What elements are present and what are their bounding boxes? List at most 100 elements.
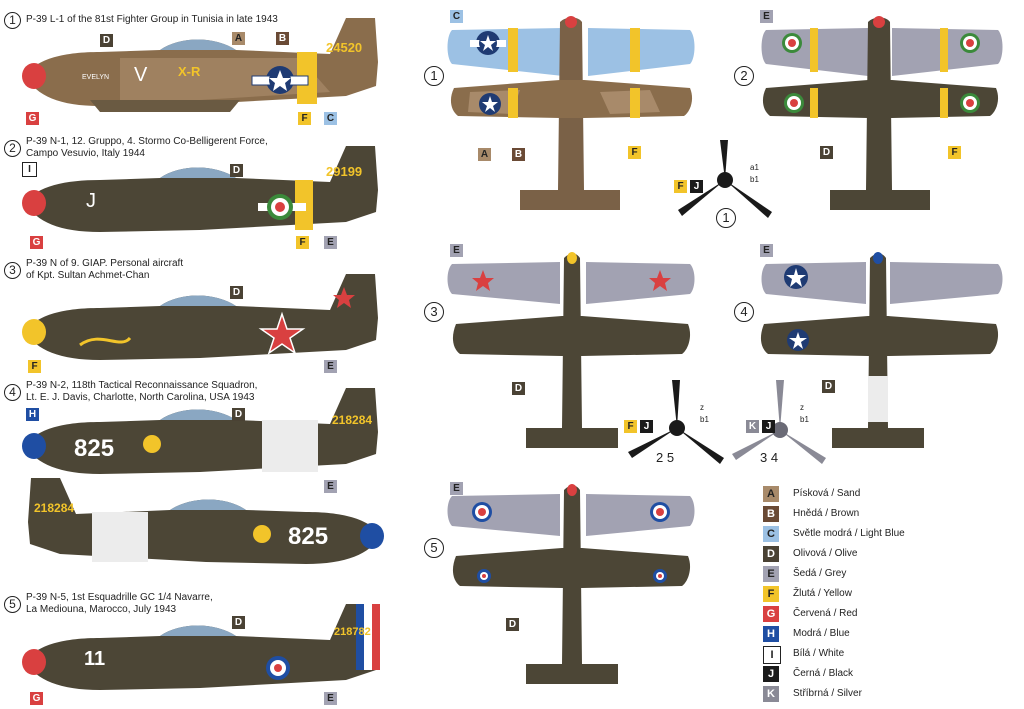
profile-3-code-d: D: [230, 286, 243, 299]
plan-4-upper-wing: [761, 262, 1003, 304]
plan-5-aircraft: [452, 484, 691, 684]
profile-4a-serial: 218284: [332, 413, 373, 427]
profile-3-title-line2: of Kpt. Sultan Achmet-Chan: [26, 270, 150, 281]
plan-3-upper-wing: [447, 262, 695, 304]
legend-label-i: Bílá / White: [793, 648, 845, 659]
plan-1-code-c: C: [450, 10, 463, 23]
profile-3-aircraft: [22, 274, 378, 360]
plan-1-upper-wing: [447, 28, 695, 76]
profile-5-aircraft: [22, 604, 380, 690]
profile-1-nose-name: EVELYN: [82, 74, 110, 81]
plan-3-aircraft: [452, 252, 691, 448]
legend-label-f: Žlutá / Yellow: [793, 588, 852, 599]
profile-2-aircraft: [22, 146, 378, 232]
profile-1-number: 1: [4, 12, 21, 29]
profile-5-serial: 218782: [334, 626, 371, 638]
legend-swatch-f: F: [763, 586, 779, 602]
propeller-1-code-f: F: [674, 180, 687, 193]
plan-5-code-e: E: [450, 482, 463, 495]
profile-5-title: P-39 N-5, 1st Esquadrille GC 1/4 Navarre…: [26, 592, 213, 603]
legend-label-j: Černá / Black: [793, 668, 854, 679]
plan-4-code-e: E: [760, 244, 773, 257]
profile-4a-number: 825: [74, 435, 115, 462]
profile-2-letter: J: [86, 190, 96, 212]
plan-4-code-d: D: [822, 380, 835, 393]
profile-4b-aircraft: [28, 478, 384, 564]
profile-2-code-f: F: [296, 236, 309, 249]
profile-1-code-b: B: [276, 32, 289, 45]
profile-5-number: 5: [4, 596, 21, 613]
plan-1-code-b: B: [512, 148, 525, 161]
plan-4-label: 4: [734, 302, 754, 322]
propeller-2-5: [628, 380, 724, 464]
plan-3-code-e: E: [450, 244, 463, 257]
profile-1-code-f: F: [298, 112, 311, 125]
profile-1-code: X-R: [178, 64, 201, 79]
profile-4-title-line2: Lt. E. J. Davis, Charlotte, North Caroli…: [26, 392, 255, 403]
profile-2-code-d: D: [230, 164, 243, 177]
propeller-1-code-j: J: [690, 180, 703, 193]
propeller-2-5-label: 2 5: [656, 450, 675, 465]
profile-1-code-g: G: [26, 112, 39, 125]
profile-1-code-a: A: [232, 32, 245, 45]
profile-3-code-f: F: [28, 360, 41, 373]
profile-4-title: P-39 N-2, 118th Tactical Reconnaissance …: [26, 380, 258, 391]
legend-label-e: Šedá / Grey: [793, 568, 847, 579]
propeller-3-4-code-k: K: [746, 420, 759, 433]
legend-label-c: Světle modrá / Light Blue: [793, 528, 905, 539]
profile-4b-number: 825: [288, 523, 329, 550]
propeller-2-5-code-j: J: [640, 420, 653, 433]
profile-5-title-line2: La Mediouna, Marocco, July 1943: [26, 604, 177, 615]
propeller-2-5-b1: b1: [700, 415, 709, 424]
profile-1-code-c: C: [324, 112, 337, 125]
legend-label-g: Červená / Red: [793, 608, 858, 619]
plan-2-code-f: F: [948, 146, 961, 159]
profile-2-number: 2: [4, 140, 21, 157]
profile-4-number: 4: [4, 384, 21, 401]
propeller-3-4-code-j: J: [762, 420, 775, 433]
plan-2-aircraft: [762, 16, 999, 210]
profile-2-code-g: G: [30, 236, 43, 249]
plan-4-aircraft: [760, 252, 999, 448]
propeller-2-5-code-f: F: [624, 420, 637, 433]
plan-2-code-d: D: [820, 146, 833, 159]
legend-label-k: Stříbrná / Silver: [793, 688, 862, 699]
profile-4-code-h: H: [26, 408, 39, 421]
profile-3-title: P-39 N of 9. GIAP. Personal aircraft: [26, 258, 184, 269]
propeller-3-4-label: 3 4: [760, 450, 779, 465]
legend-label-b: Hnědá / Brown: [793, 508, 860, 519]
propeller-1-label: 1: [716, 208, 736, 228]
propeller-3-4: [732, 380, 826, 464]
legend-swatch-g: G: [763, 606, 779, 622]
profile-1-letter: V: [134, 64, 148, 86]
propeller-3-4-b1: b1: [800, 415, 809, 424]
plan-2-upper-wing: [761, 28, 1003, 76]
plan-2-label: 2: [734, 66, 754, 86]
profile-2-title: P-39 N-1, 12. Gruppo, 4. Stormo Co-Belli…: [26, 136, 268, 147]
propeller-1-a1: a1: [750, 163, 759, 172]
legend-swatch-e: E: [763, 566, 779, 582]
legend-swatch-k: K: [763, 686, 779, 702]
profile-3-code-e: E: [324, 360, 337, 373]
propeller-2-5-z: z: [700, 403, 704, 412]
legend-swatch-j: J: [763, 666, 779, 682]
profile-2-code-e: E: [324, 236, 337, 249]
plan-5-label: 5: [424, 538, 444, 558]
profile-4b-serial: 218284: [34, 501, 75, 515]
legend-label-h: Modrá / Blue: [793, 628, 850, 639]
legend-swatch-b: B: [763, 506, 779, 522]
profile-1-title: P-39 L-1 of the 81st Fighter Group in Tu…: [26, 14, 278, 25]
profile-5-number: 11: [84, 648, 106, 670]
legend-swatch-c: C: [763, 526, 779, 542]
profile-1-code-d: D: [100, 34, 113, 47]
profile-4a-aircraft: [22, 388, 378, 474]
profile-4-code-d: D: [232, 408, 245, 421]
plan-1-code-f: F: [628, 146, 641, 159]
legend-swatch-i: I: [763, 646, 781, 664]
profile-3-number: 3: [4, 262, 21, 279]
propeller-1-b1: b1: [750, 175, 759, 184]
profile-5-code-g: G: [30, 692, 43, 705]
profile-1-serial: 24520: [326, 40, 363, 55]
propeller-3-4-z: z: [800, 403, 804, 412]
